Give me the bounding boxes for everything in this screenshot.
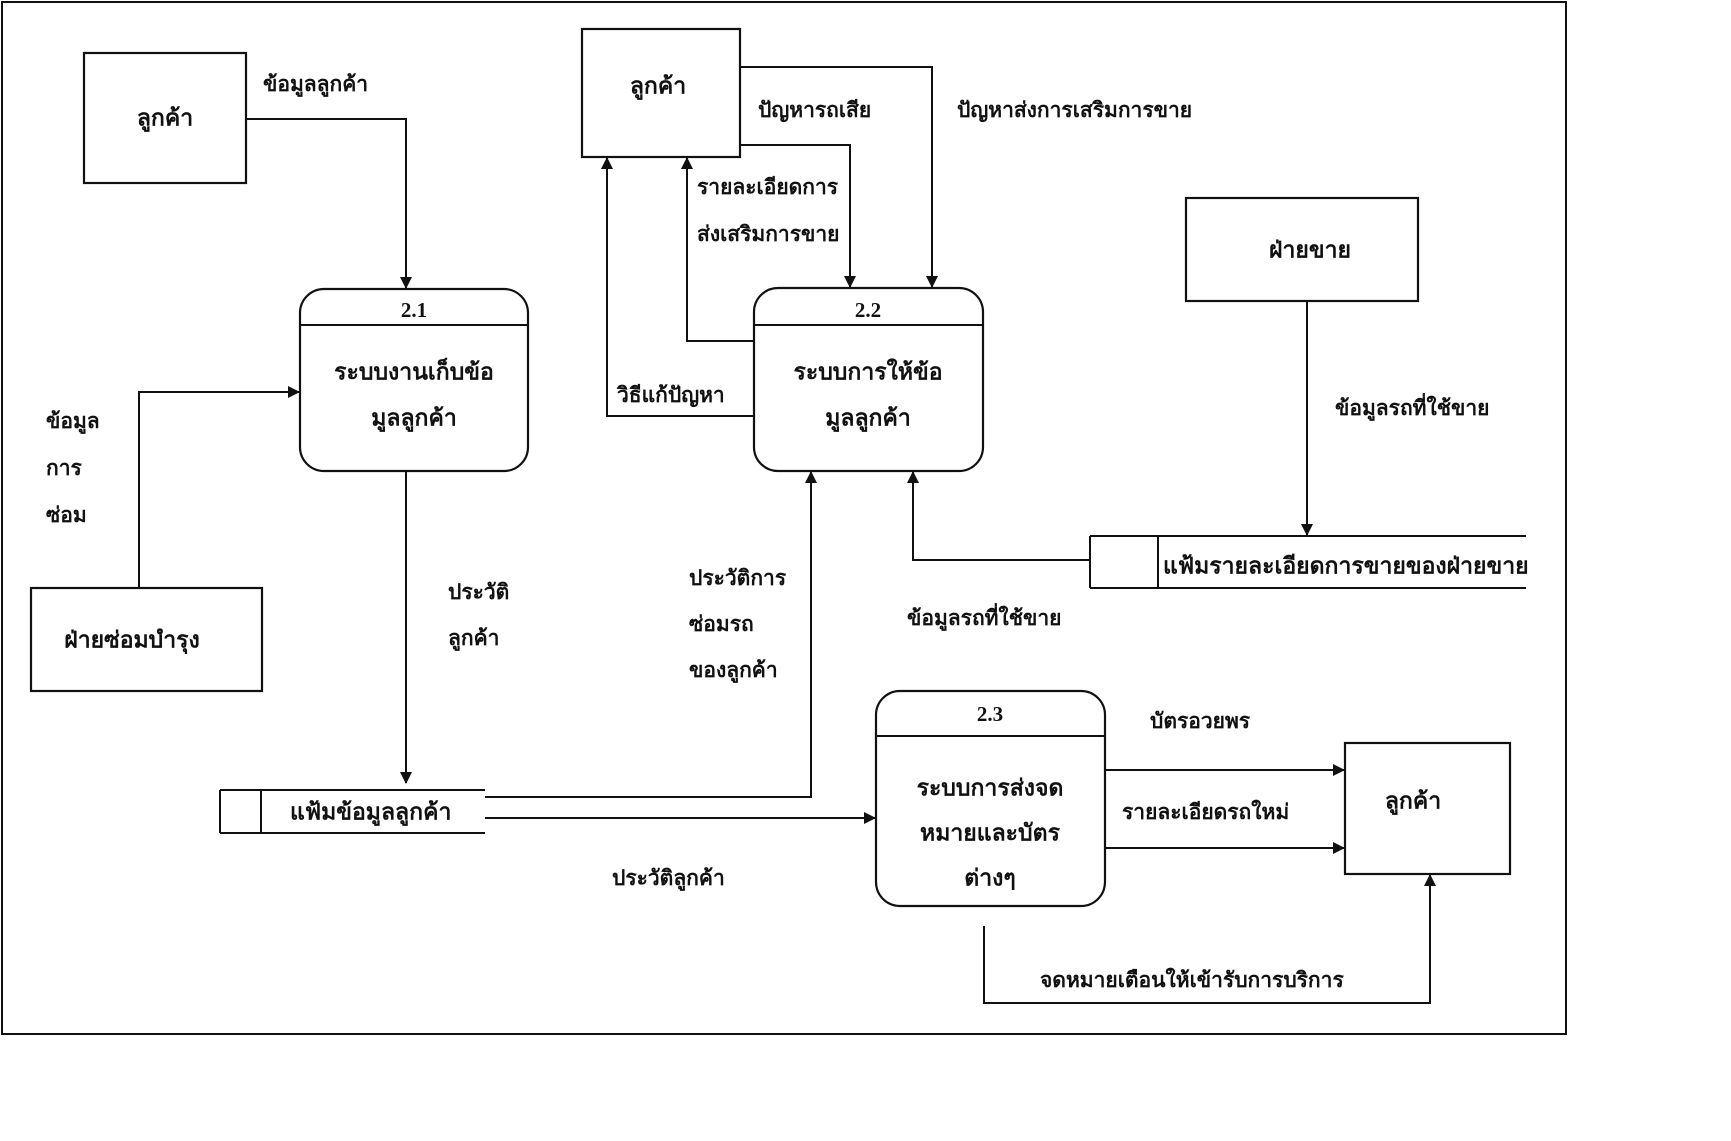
store-customer-file: แฟ้มข้อมูลลูกค้า [219,789,485,834]
process-label-line1: ระบบการให้ข้อ [793,357,942,384]
flow-label-line1: ประวัติ [448,580,509,604]
process-label-line2: หมายและบัตร [920,820,1061,845]
flow-reminder-letter: จดหมายเตือนให้เข้ารับการบริการ [983,874,1436,1004]
flow-label-line1: ประวัติการ [689,566,787,590]
flow-car-problem: ปัญหารถเสีย [740,98,871,288]
flow-label: ประวัติลูกค้า [612,866,725,892]
flow-greeting-card: บัตรอวยพร [1105,709,1345,776]
store-label: แฟ้มข้อมูลลูกค้า [290,799,451,826]
process-number: 2.1 [401,298,427,322]
process-2-3: 2.3 ระบบการส่งจด หมายและบัตร ต่างๆ [874,689,1107,908]
external-maintenance-dept: ฝ่ายซ่อมบำรุง [29,586,264,693]
flow-promo-detail: รายละเอียดการ ส่งเสริมการขาย [681,157,839,342]
flow-label-line1: รายละเอียดการ [697,175,839,199]
flow-label-line2: ส่งเสริมการขาย [697,222,839,246]
external-label: ลูกค้า [1385,788,1441,815]
flow-label: ข้อมูลรถที่ใช้ขาย [1335,392,1489,422]
process-label-line2: มูลลูกค้า [825,405,911,432]
external-customer-right: ลูกค้า [1343,741,1512,876]
flow-customer-history: ประวัติ ลูกค้า [400,471,509,784]
process-number: 2.2 [855,298,881,322]
flow-label-line1: ข้อมูล [46,409,100,435]
process-label-line2: มูลลูกค้า [371,405,457,432]
flow-customer-info: ข้อมูลลูกค้า [246,72,412,289]
flow-label: วิธีแก้ปัญหา [616,383,725,408]
flow-label-line2: ลูกค้า [448,626,499,652]
external-label: ลูกค้า [137,105,193,132]
store-label: แฟ้มรายละเอียดการขายของฝ่ายขาย [1163,553,1529,578]
process-label-line1: ระบบงานเก็บข้อ [334,356,494,384]
external-label: ฝ่ายขาย [1269,237,1351,262]
flow-customer-history-2: ประวัติลูกค้า [485,812,876,892]
flow-label: ข้อมูลรถที่ใช้ขาย [907,602,1061,632]
external-label: ฝ่ายซ่อมบำรุง [64,627,200,654]
flow-label: บัตรอวยพร [1150,709,1251,733]
external-customer-top-mid: ลูกค้า [580,27,742,159]
flow-label-line3: ของลูกค้า [689,658,778,684]
flow-promo-problem: ปัญหาส่งการเสริมการขาย [740,66,1192,288]
dfd-level2-canvas: ลูกค้า ลูกค้า ฝ่ายขาย ฝ่ายซ่อมบำรุง ลูกค… [0,0,1568,1036]
flow-label: จดหมายเตือนให้เข้ารับการบริการ [1040,967,1344,992]
flow-label: รายละเอียดรถใหม่ [1122,799,1289,824]
process-number: 2.3 [977,702,1003,726]
process-2-1: 2.1 ระบบงานเก็บข้อ มูลลูกค้า [298,287,530,473]
flow-label: ปัญหาส่งการเสริมการขาย [957,98,1192,123]
flow-label-line2: การ [46,456,83,480]
external-label: ลูกค้า [630,73,686,100]
flow-cars-for-sale-sales: ข้อมูลรถที่ใช้ขาย [1301,301,1489,536]
external-customer-top-left: ลูกค้า [82,51,248,185]
flow-label-line2: ซ่อมรถ [689,612,754,636]
external-sales-dept: ฝ่ายขาย [1184,196,1420,303]
flow-cars-for-sale-store: ข้อมูลรถที่ใช้ขาย [907,471,1090,632]
flow-label: ข้อมูลลูกค้า [263,72,368,98]
flow-repair-history: ประวัติการ ซ่อมรถ ของลูกค้า [485,471,817,798]
store-sales-file: แฟ้มรายละเอียดการขายของฝ่ายขาย [1089,535,1529,589]
diagram-frame [1,1,1567,1035]
flow-solution: วิธีแก้ปัญหา [601,157,754,417]
data-flow-diagram: ลูกค้า ลูกค้า ฝ่ายขาย ฝ่ายซ่อมบำรุง ลูกค… [1,1,1567,1035]
flow-label: ปัญหารถเสีย [758,98,871,123]
flow-label-line3: ซ่อม [46,503,87,527]
flow-new-car-detail: รายละเอียดรถใหม่ [1105,799,1345,854]
flow-repair-info: ข้อมูล การ ซ่อม [46,386,300,588]
process-label-line3: ต่างๆ [964,865,1015,890]
process-2-2: 2.2 ระบบการให้ข้อ มูลลูกค้า [752,286,985,473]
process-label-line1: ระบบการส่งจด [917,775,1064,800]
